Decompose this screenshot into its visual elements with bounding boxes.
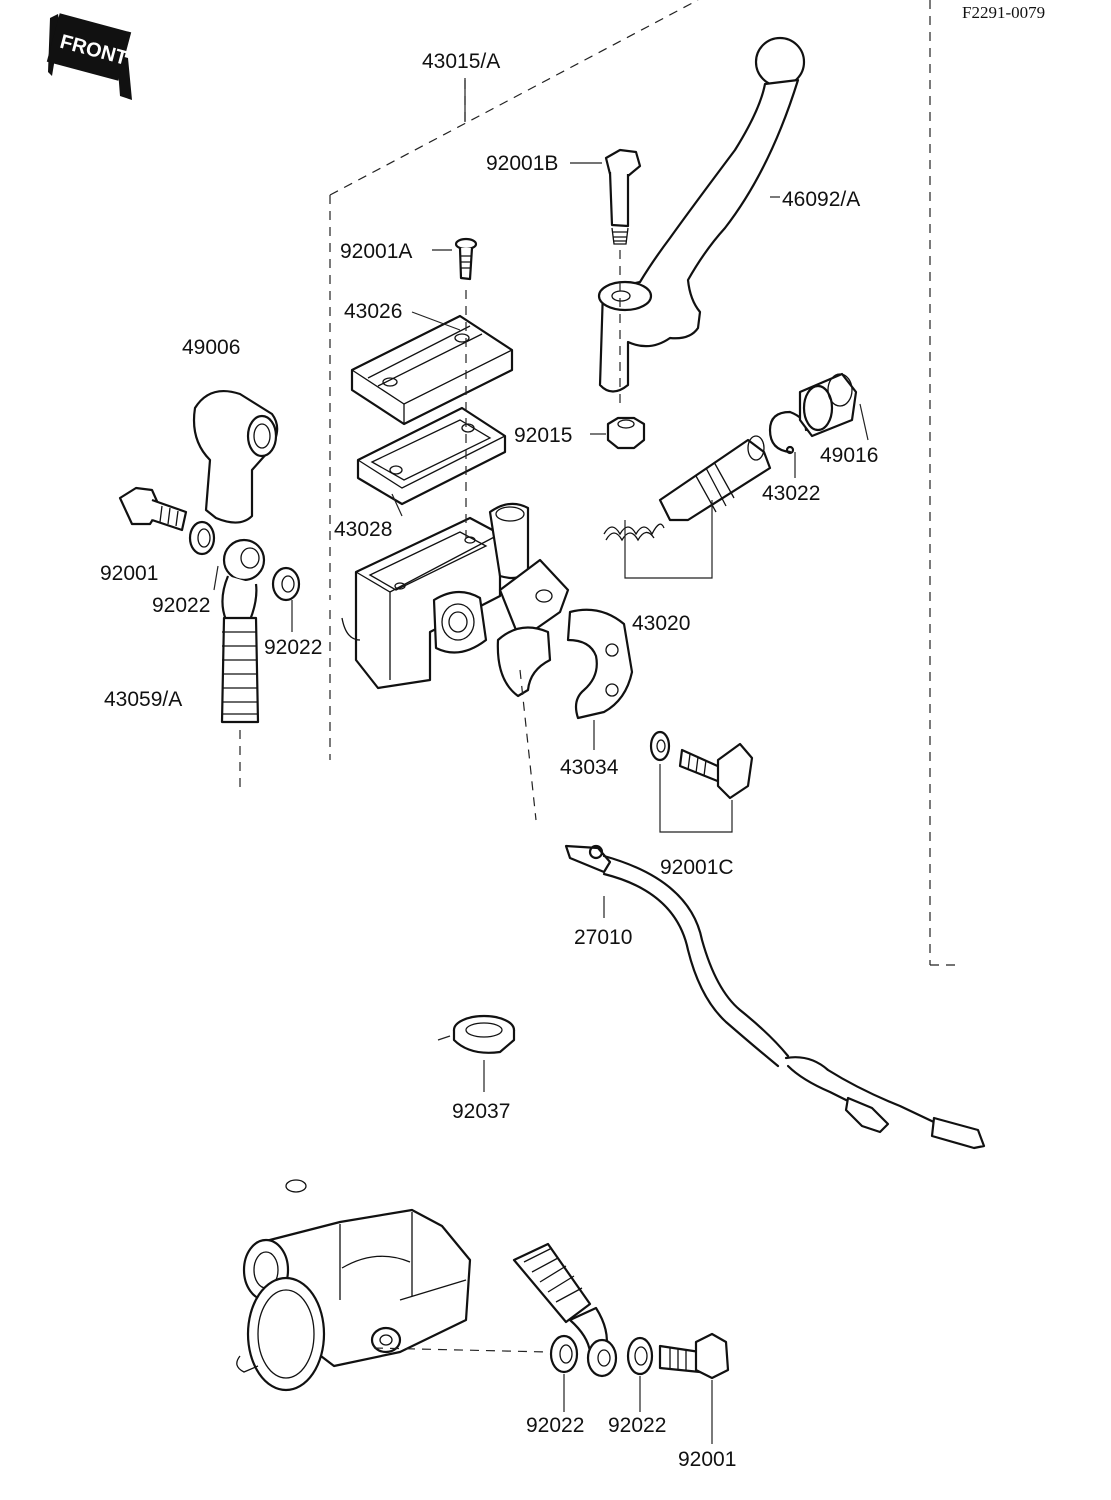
dust-cover [798,372,858,438]
leader-lines [213,78,869,1444]
pivot-nut [606,416,646,450]
label-92022-bottom-left: 92022 [526,1414,584,1437]
label-92022-top-left: 92022 [152,594,210,617]
diaphragm [356,406,507,506]
label-43026: 43026 [344,300,402,323]
label-92022-top-right: 92022 [264,636,322,659]
washer-top-right [271,566,301,602]
label-43020: 43020 [632,612,690,635]
washer-bottom-right [626,1336,654,1376]
label-92015: 92015 [514,424,572,447]
label-92001a: 92001A [340,240,412,263]
label-92001c: 92001C [660,856,734,879]
label-92001b: 92001B [486,152,558,175]
label-92001-top: 92001 [100,562,158,585]
label-27010: 27010 [574,926,632,949]
label-49016: 49016 [820,444,878,467]
reservoir-cap [350,314,514,426]
label-92022-bottom-right: 92022 [608,1414,666,1437]
label-49006: 49006 [182,336,240,359]
brake-lever [597,36,806,393]
grommet [437,1014,516,1054]
cap-screw [454,237,478,281]
part-labels: 43015/A 92001B 46092/A 92001A 43026 4900… [100,50,878,1471]
master-cylinder-body [341,502,570,690]
label-43034: 43034 [560,756,619,779]
banjo-bolt-bottom [658,1332,730,1380]
washer-top-left [188,520,216,556]
brake-hose-top [220,538,266,790]
front-badge: FRONT [46,13,132,100]
brake-light-switch [564,844,986,1150]
reference-code: F2291-0079 [962,3,1045,22]
piston [658,435,772,522]
clamp-bolt-washer [649,730,671,762]
piston-spring [603,523,665,542]
label-43022: 43022 [762,482,820,505]
banjo-bolt-top [118,486,188,532]
label-92037: 92037 [452,1100,510,1123]
clamp-bolt [678,742,754,800]
handlebar-clamp [496,589,634,720]
brake-hose-bottom [512,1242,618,1378]
label-43015a: 43015/A [422,50,500,73]
label-43059a: 43059/A [104,688,182,711]
lever-pivot-bolt [604,148,642,245]
label-92001-bottom: 92001 [678,1448,736,1471]
washer-bottom-left [549,1334,579,1374]
brake-caliper [236,1179,472,1392]
label-43028: 43028 [334,518,392,541]
hose-boot [192,390,279,524]
label-46092a: 46092/A [782,188,860,211]
